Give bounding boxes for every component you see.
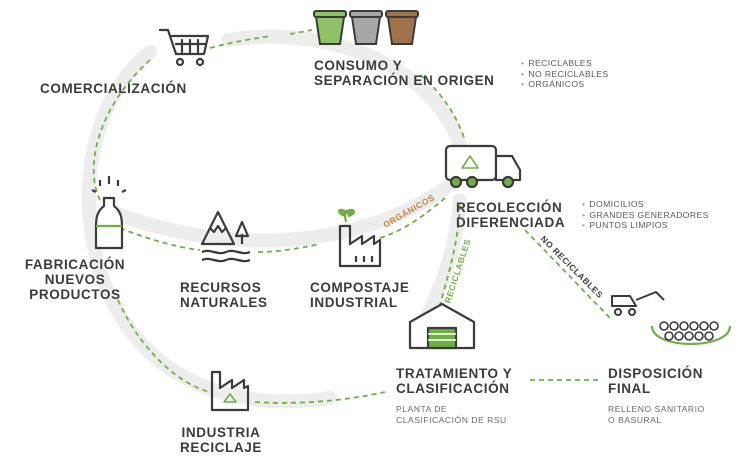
node-tratamiento: TRATAMIENTO Y CLASIFICACIÓN (396, 366, 512, 396)
disposicion-subtitle: RELLENO SANITARIO O BASURAL (608, 404, 705, 425)
mountains-icon (200, 210, 251, 263)
node-disposicion: DISPOSICIÓN FINAL (608, 366, 703, 396)
node-compostaje-line: INDUSTRIAL (310, 295, 398, 310)
recoleccion-bullet: DOMICILIOS (582, 199, 709, 210)
node-disposicion-line: DISPOSICIÓN (608, 366, 704, 381)
node-fabricacion: FABRICACIÓN NUEVOS PRODUCTOS (20, 257, 130, 302)
node-recursos-line: RECURSOS (180, 280, 262, 295)
node-tratamiento-line: CLASIFICACIÓN (396, 381, 510, 396)
node-fabricacion-line: NUEVOS (44, 272, 106, 287)
node-disposicion-line: FINAL (608, 381, 651, 396)
node-compostaje: COMPOSTAJE INDUSTRIAL (310, 280, 410, 310)
flow-dashes (92, 29, 611, 404)
node-consumo-line: CONSUMO Y (314, 58, 403, 73)
consumo-bullet: NO RECICLABLES (521, 69, 609, 80)
node-fabricacion-line: FABRICACIÓN (24, 257, 126, 272)
node-recursos-line: NATURALES (180, 295, 268, 310)
node-tratamiento-line: TRATAMIENTO Y (396, 366, 513, 381)
node-consumo-line: SEPARACIÓN EN ORIGEN (314, 73, 495, 88)
node-recursos: RECURSOS NATURALES (180, 280, 268, 310)
recoleccion-bullet: PUNTOS LIMPIOS (582, 220, 709, 231)
consumo-bullet: ORGÁNICOS (521, 79, 609, 90)
tratamiento-sub-line: PLANTA DE (396, 404, 448, 414)
node-industria-line: RECICLAJE (180, 440, 262, 455)
waste-bins-icon (313, 10, 419, 45)
landfill-icon (611, 291, 732, 346)
node-recoleccion: RECOLECCIÓN DIFERENCIADA (456, 200, 565, 230)
warehouse-icon (408, 302, 476, 350)
compost-factory-icon (338, 208, 382, 268)
node-recoleccion-line: DIFERENCIADA (456, 215, 566, 230)
node-consumo: CONSUMO Y SEPARACIÓN EN ORIGEN (314, 58, 495, 88)
tratamiento-subtitle: PLANTA DE CLASIFICACIÓN DE RSU (396, 404, 507, 425)
disposicion-sub-line: RELLENO SANITARIO (608, 404, 705, 414)
node-industria-line: INDUSTRIA (181, 425, 261, 440)
consumo-bullet: RECICLABLES (521, 58, 609, 69)
node-recoleccion-line: RECOLECCIÓN (456, 200, 563, 215)
recycling-factory-icon (210, 370, 250, 412)
recoleccion-bullet: GRANDES GENERADORES (582, 210, 709, 221)
node-fabricacion-line: PRODUCTOS (29, 287, 121, 302)
recoleccion-bullets: DOMICILIOS GRANDES GENERADORES PUNTOS LI… (582, 199, 709, 231)
consumo-bullets: RECICLABLES NO RECICLABLES ORGÁNICOS (521, 58, 609, 90)
bottle-icon (91, 176, 127, 250)
tratamiento-sub-line: CLASIFICACIÓN DE RSU (396, 414, 507, 425)
shopping-cart-icon (158, 28, 210, 67)
disposicion-sub-line: O BASURAL (608, 414, 662, 425)
garbage-truck-icon (444, 144, 522, 189)
node-compostaje-line: COMPOSTAJE (310, 280, 410, 295)
node-comercializacion: COMERCIALIZACIÓN (40, 81, 187, 96)
node-industria: INDUSTRIA RECICLAJE (166, 425, 276, 455)
